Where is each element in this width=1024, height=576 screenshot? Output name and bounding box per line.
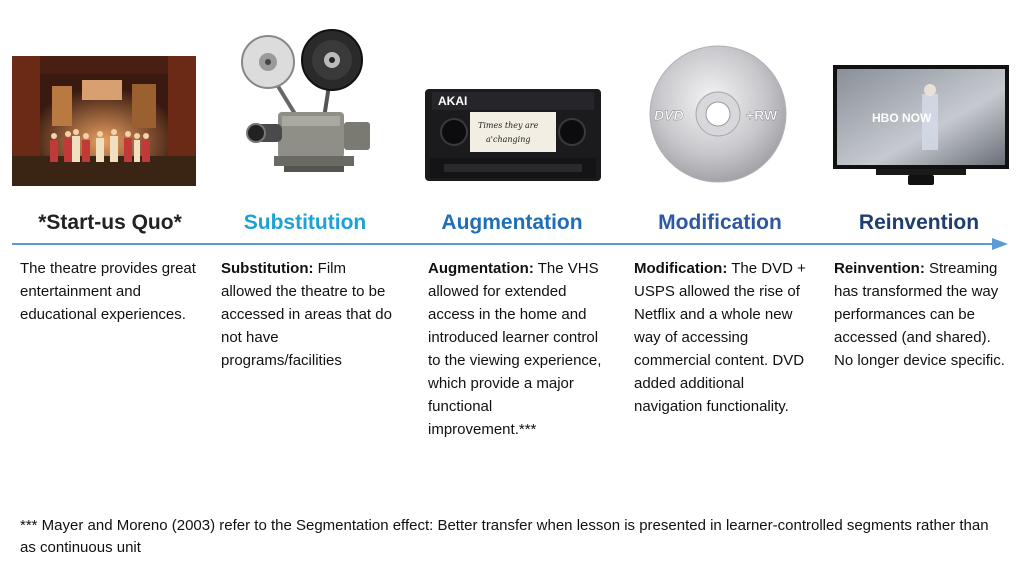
- desc-label: Modification:: [634, 260, 728, 277]
- desc-modification: Modification: The DVD + USPS allowed the…: [634, 257, 814, 418]
- desc-label: Substitution:: [221, 260, 314, 277]
- dvd-logo-text: DVD: [654, 107, 684, 123]
- desc-label: Augmentation:: [428, 260, 534, 277]
- vhs-tape-text-1: Times they are: [478, 121, 539, 130]
- vhs-brand-text: AKAI: [438, 94, 467, 108]
- desc-text: Film allowed the theatre to be accessed …: [221, 260, 392, 369]
- heading-modification: Modification: [658, 211, 782, 234]
- desc-label: Reinvention:: [834, 260, 925, 277]
- desc-augmentation: Augmentation: The VHS allowed for extend…: [428, 257, 602, 441]
- heading-substitution: Substitution: [243, 211, 367, 234]
- desc-text: Streaming has transformed the way perfor…: [834, 260, 1005, 369]
- desc-text: The DVD + USPS allowed the rise of Netfl…: [634, 260, 806, 415]
- heading-augmentation: Augmentation: [441, 211, 583, 234]
- theatre-stage-photo: [12, 56, 196, 186]
- footnote: *** Mayer and Moreno (2003) refer to the…: [20, 517, 989, 556]
- desc-substitution: Substitution: Film allowed the theatre t…: [221, 257, 399, 372]
- desc-text: The VHS allowed for extended access in t…: [428, 260, 602, 438]
- desc-text: The theatre provides great entertainment…: [20, 260, 196, 323]
- dvd-format-text: +RW: [746, 107, 778, 123]
- dvd-disc-photo: DVD +RW: [646, 42, 790, 186]
- heading-reinvention: Reinvention: [858, 211, 980, 234]
- desc-reinvention: Reinvention: Streaming has transformed t…: [834, 257, 1006, 372]
- vhs-tape-text-2: a'changing: [486, 135, 530, 144]
- vhs-cassette-photo: AKAI Times they are a'changing: [424, 88, 602, 182]
- timeline-arrow: [12, 238, 1008, 250]
- tv-logo-text: HBO NOW: [872, 111, 932, 125]
- film-projector-photo: [238, 26, 378, 176]
- hbo-now-tv-photo: HBO NOW: [832, 64, 1010, 188]
- heading-start-us-quo: *Start-us Quo*: [38, 211, 182, 234]
- desc-start-us-quo: The theatre provides great entertainment…: [20, 257, 196, 326]
